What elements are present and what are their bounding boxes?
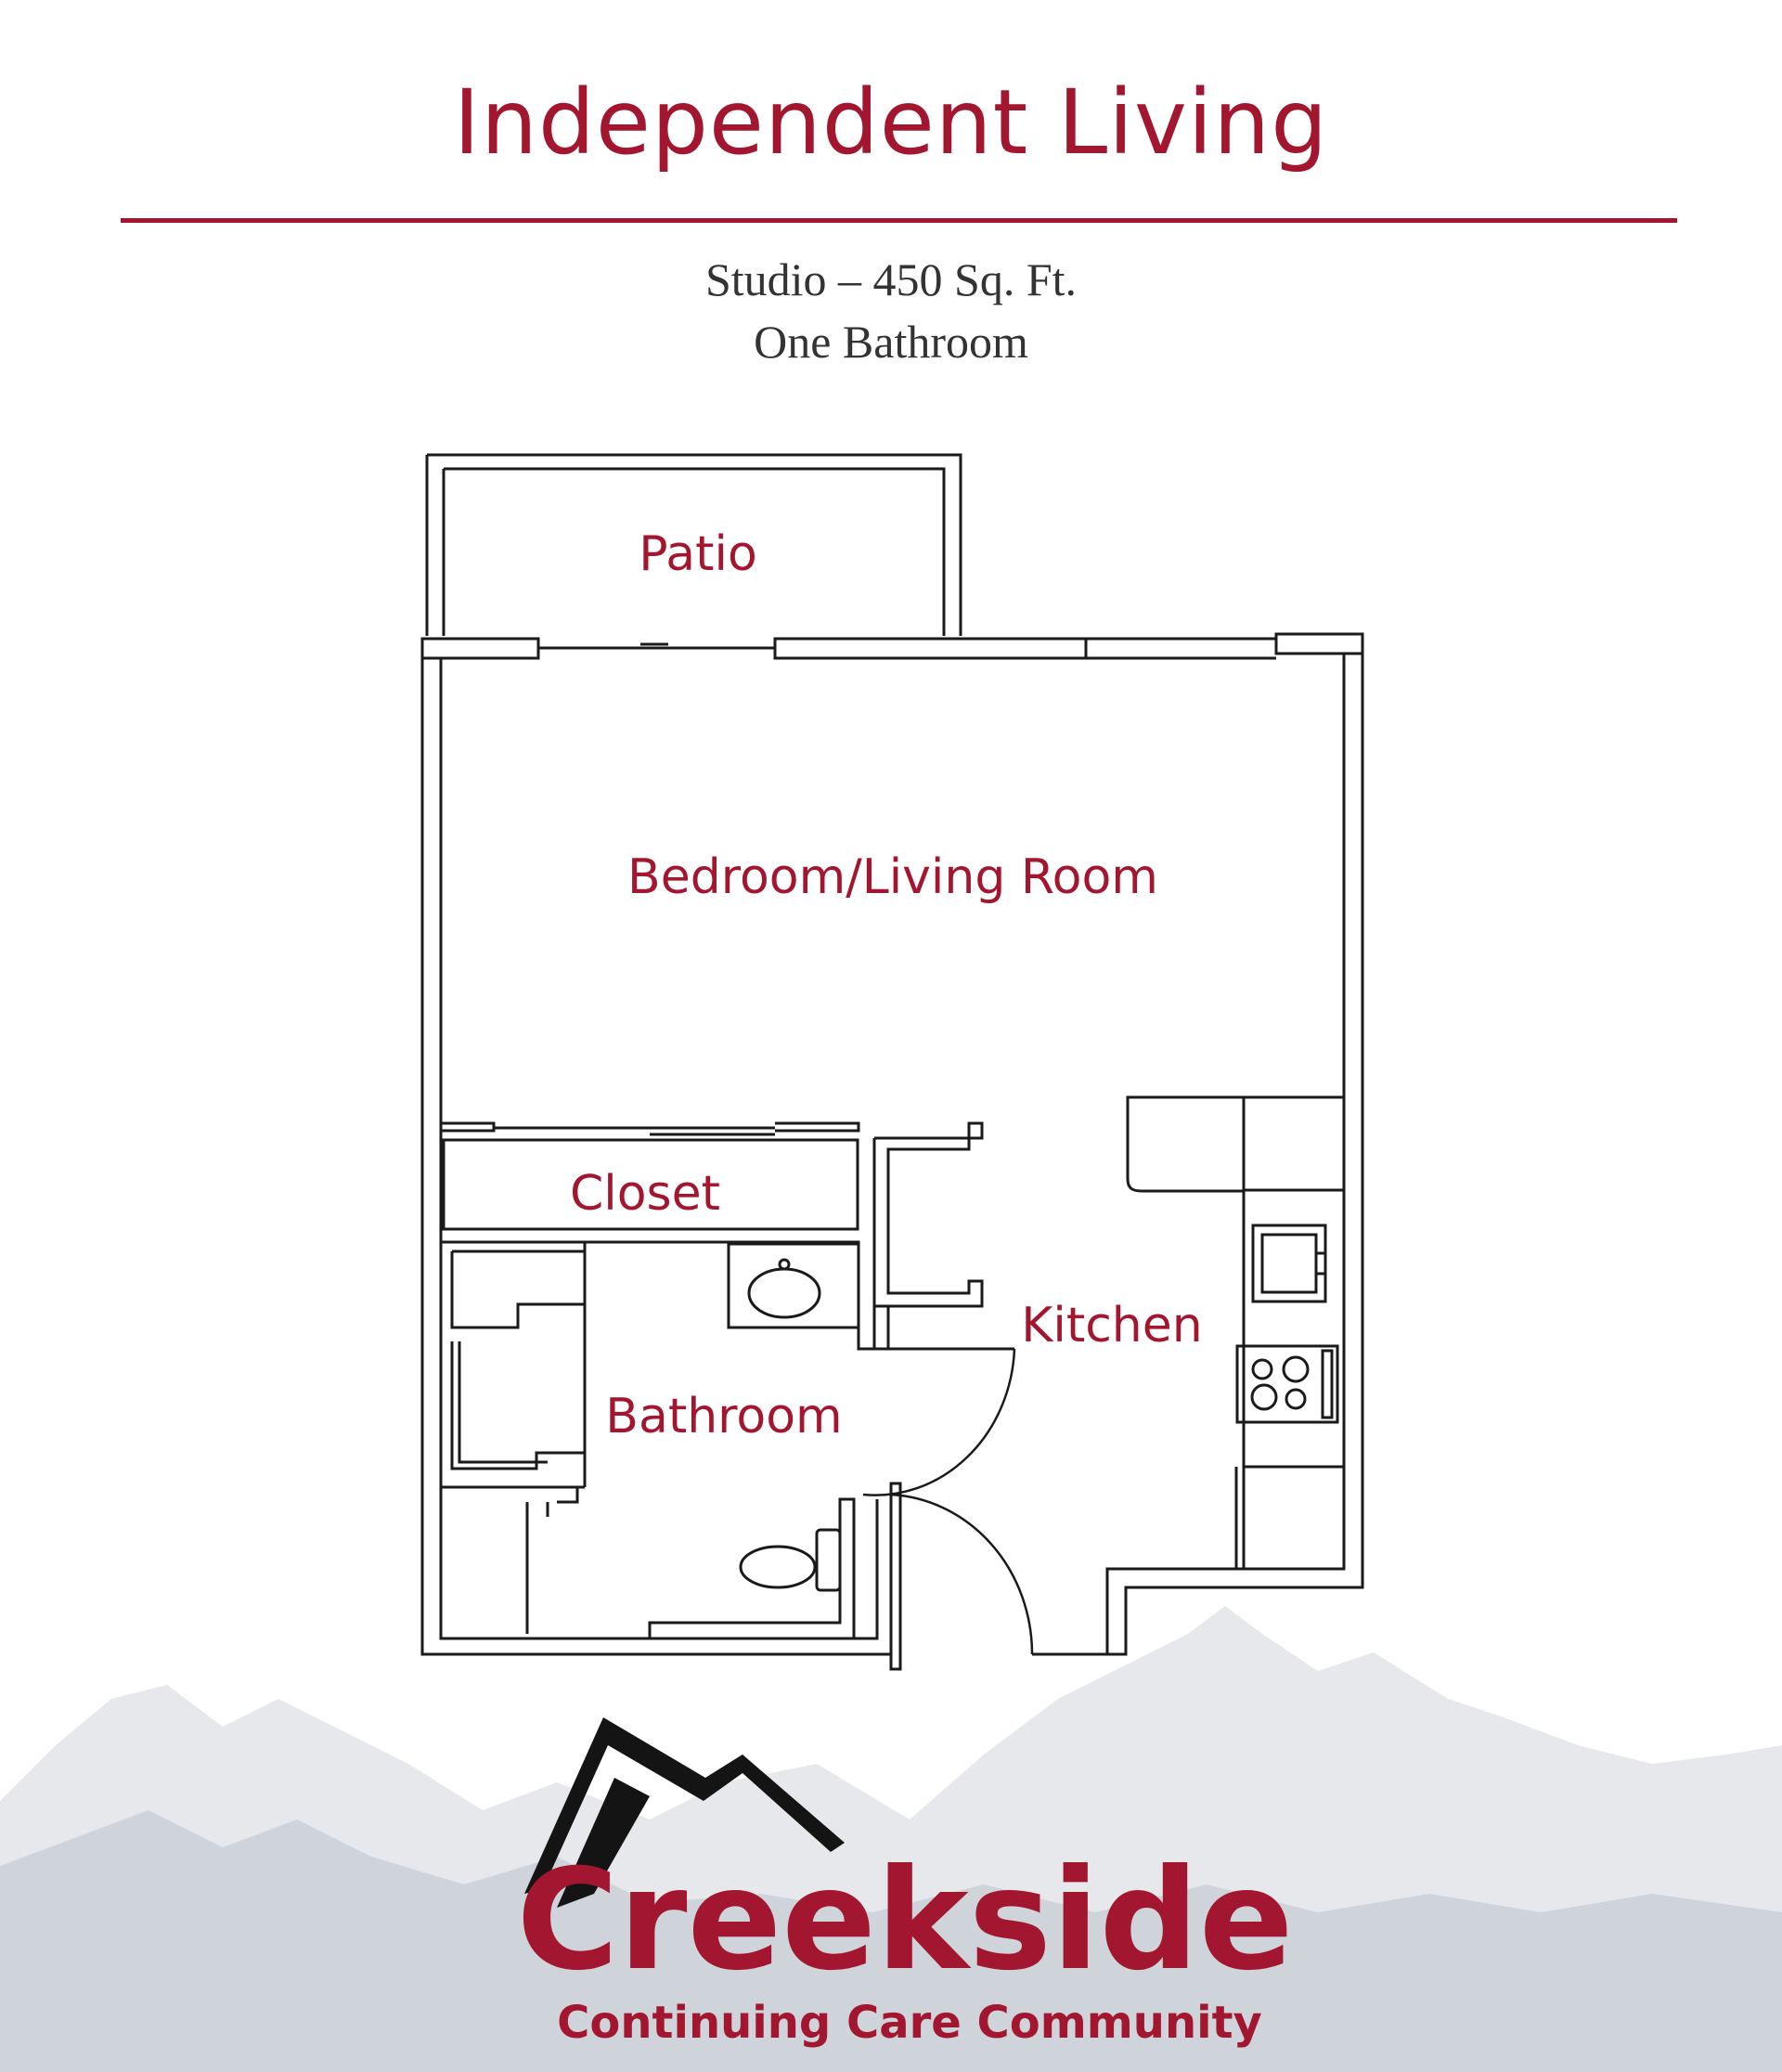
floorplan-walls: [420, 453, 1364, 1671]
room-label-kitchen: Kitchen: [1021, 1298, 1202, 1353]
bathroom-count: One Bathroom: [754, 316, 1028, 368]
room-label-bathroom: Bathroom: [605, 1389, 842, 1444]
unit-size: Studio – 450 Sq. Ft.: [704, 253, 1078, 305]
room-label-bedroom: Bedroom/Living Room: [627, 849, 1158, 905]
mountain-logo-icon: [524, 1717, 845, 1908]
mountain-dark: [0, 1810, 1782, 2072]
page-title: Independent Living: [453, 71, 1329, 175]
creekside-logo: Creekside Continuing Care Community: [516, 1717, 1294, 2049]
brand-tagline: Continuing Care Community: [557, 1997, 1262, 2049]
mountain-background: [0, 1606, 1782, 2072]
room-label-patio: Patio: [639, 526, 757, 582]
brand-name: Creekside: [516, 1840, 1293, 2001]
title-divider: [121, 218, 1677, 223]
room-label-closet: Closet: [570, 1166, 720, 1222]
